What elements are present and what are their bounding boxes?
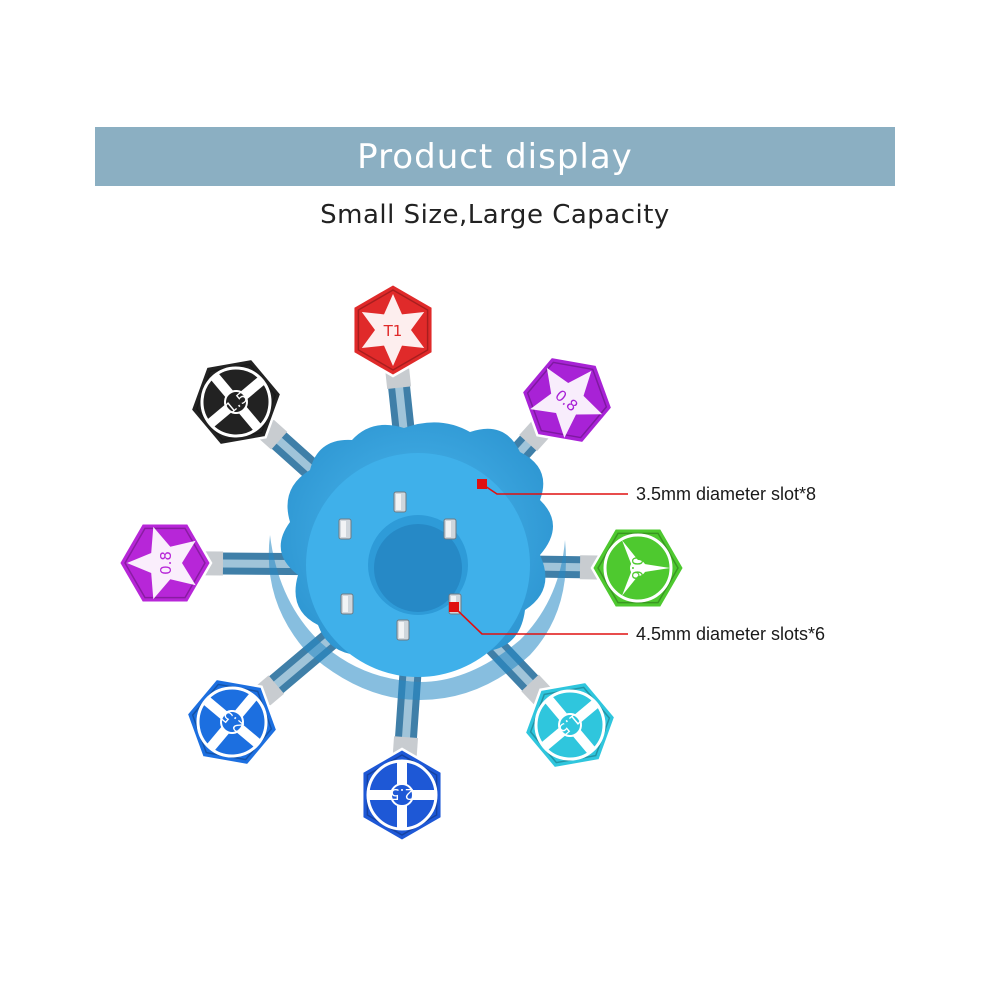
callout-label-slot-8: 3.5mm diameter slot*8 bbox=[636, 484, 817, 504]
hex-pin bbox=[393, 491, 407, 513]
bit-head: 1.5 bbox=[523, 680, 617, 770]
hex-pin bbox=[340, 593, 354, 615]
phillips-cross-icon bbox=[200, 366, 272, 438]
callout-leader-line bbox=[481, 483, 628, 495]
holder-center-hole bbox=[374, 524, 462, 612]
callout-label-slot-6: 4.5mm diameter slots*6 bbox=[636, 624, 826, 644]
title-banner: Product display bbox=[95, 127, 895, 186]
hex-pin bbox=[443, 518, 457, 540]
tri-wing-icon bbox=[603, 533, 673, 603]
bit-size-label: 0.6 bbox=[628, 556, 646, 580]
hex-pin bbox=[396, 619, 410, 641]
bit-size-label: T1 bbox=[383, 322, 403, 340]
torx-star-icon bbox=[361, 294, 425, 366]
callout-slot-6 bbox=[449, 602, 628, 635]
pentalobe-star-icon bbox=[530, 367, 603, 438]
bit-head: 2.5 bbox=[185, 677, 279, 767]
phillips-cross-icon bbox=[366, 759, 438, 831]
bit-size-label: 0.8 bbox=[157, 551, 175, 575]
bit-head: 0.8 bbox=[520, 355, 614, 445]
bit-head: T1 bbox=[351, 282, 435, 378]
bit-size-label: 2.5 bbox=[390, 785, 414, 803]
bit-head: 2.5 bbox=[360, 747, 444, 843]
screwdriver-bits: T1 0.8 0.6 1.5 2.5 2.5 0.8 1.5 bbox=[117, 282, 686, 843]
bit-head: 0.8 bbox=[117, 521, 213, 605]
bit-head: 1.5 bbox=[189, 357, 283, 447]
hex-pin bbox=[338, 518, 352, 540]
callout-leader-line bbox=[453, 606, 628, 635]
pentalobe-star-icon bbox=[127, 526, 196, 600]
page-subtitle: Small Size,Large Capacity bbox=[320, 200, 670, 230]
page-title: Product display bbox=[357, 136, 633, 177]
bit-head: 0.6 bbox=[590, 526, 686, 610]
phillips-cross-icon bbox=[196, 686, 268, 758]
callout-slot-8 bbox=[477, 479, 628, 495]
phillips-cross-icon bbox=[534, 689, 606, 761]
